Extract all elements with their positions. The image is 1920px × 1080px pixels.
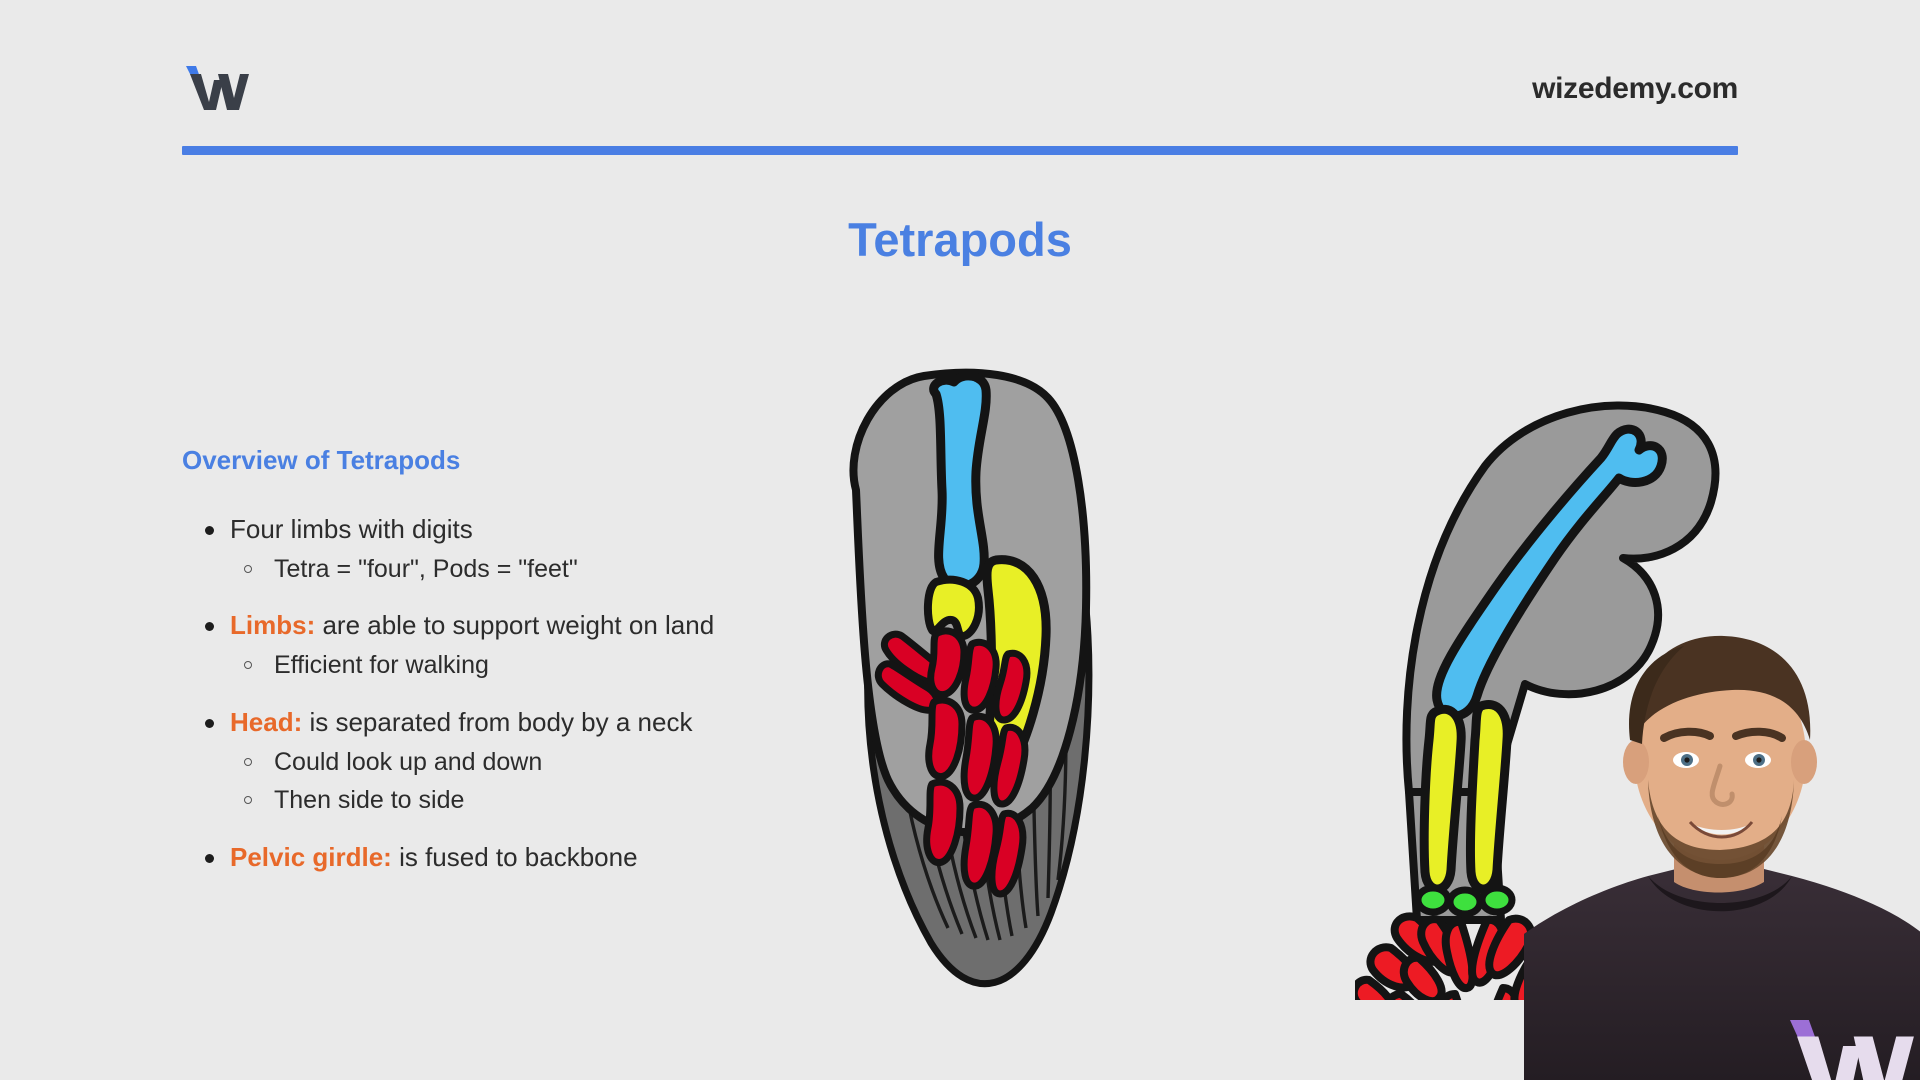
instructor-webcam-overlay[interactable] [1524,620,1920,1080]
sub-bullet-item: Could look up and down [182,745,802,780]
bullet-text: are able to support weight on land [315,610,715,641]
sub-bullet-item: Tetra = "four", Pods = "feet" [182,552,802,587]
bullet-item: Pelvic girdle: is fused to backbone [182,840,802,876]
bullet-group: Four limbs with digits Tetra = "four", P… [182,512,802,586]
bullet-text: is fused to backbone [391,841,638,872]
sub-bullet-text: Could look up and down [274,747,543,776]
page-title: Tetrapods [848,213,1072,266]
wizedemy-w-logo-icon [182,58,252,114]
slide-header: wizedemy.com [182,58,1738,155]
bullet-text: Four limbs with digits [230,514,473,544]
bullet-group: Pelvic girdle: is fused to backbone [182,840,802,876]
brand-url-text: wizedemy.com [1532,72,1738,105]
section-heading: Overview of Tetrapods [182,445,461,475]
bullet-term: Head: [230,706,303,737]
bullet-item: Limbs: are able to support weight on lan… [182,608,802,644]
sub-bullet-text: Efficient for walking [274,651,489,680]
bullet-term: Pelvic girdle: [230,841,392,872]
slide-body-text: Overview of Tetrapods Four limbs with di… [182,445,802,898]
bullet-text: is separated from body by a neck [302,706,693,737]
bullet-item: Four limbs with digits [182,512,802,548]
bullet-term: Limbs: [230,610,316,641]
bullet-item: Head: is separated from body by a neck [182,705,802,741]
sub-bullet-text: Then side to side [274,786,465,815]
lobe-finned-fish-fin-diagram [836,368,1136,1000]
sub-bullet-text: Tetra = "four", Pods = "feet" [274,554,578,583]
bullet-group: Head: is separated from body by a neck C… [182,705,802,818]
header-divider-rule [182,146,1738,155]
sub-bullet-item: Efficient for walking [182,648,802,683]
sub-bullet-item: Then side to side [182,783,802,818]
bullet-group: Limbs: are able to support weight on lan… [182,608,802,682]
